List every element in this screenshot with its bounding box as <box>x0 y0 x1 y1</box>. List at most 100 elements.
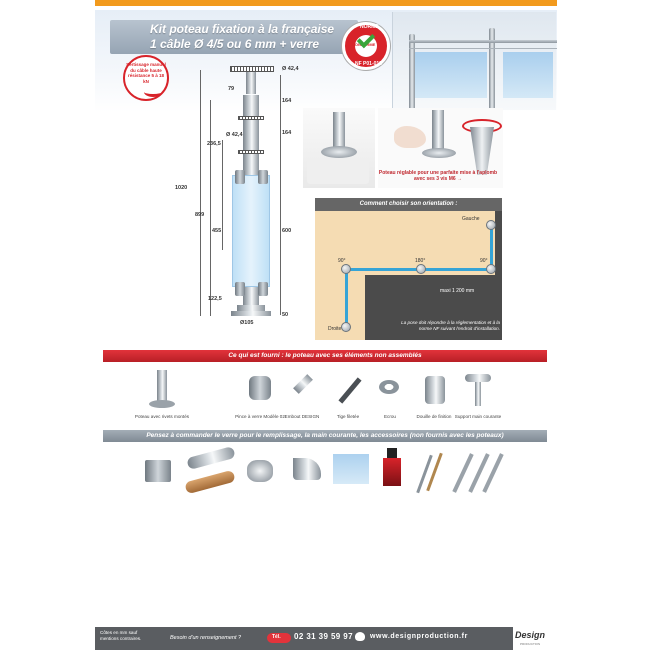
accessory-drill-bits <box>413 448 449 498</box>
footer-help-text: Besoin d'un renseignement ? <box>170 635 242 641</box>
part-end-cap: Embout DESIGN <box>273 370 331 428</box>
accessory-glass <box>333 448 373 498</box>
dim-base-diameter: Ø105 <box>240 320 254 326</box>
orientation-title: Comment choisir son orientation : <box>315 198 502 211</box>
support-icon <box>463 370 493 408</box>
badge-top-text: NORME <box>360 24 379 30</box>
dim-tube-diameter: Ø 42,4 <box>226 132 243 138</box>
dim-line-1020 <box>200 70 201 316</box>
dim-line-899 <box>210 100 211 316</box>
accessory-anchors <box>452 448 504 498</box>
part-label: Pince à verre Modèle 02 <box>235 414 285 419</box>
glass-panel <box>415 52 487 98</box>
label-180: 180° <box>415 258 426 264</box>
post-icon <box>147 370 177 408</box>
cone-photo <box>452 115 512 185</box>
post-node <box>341 264 351 274</box>
website-link[interactable]: www.designproduction.fr <box>370 633 468 640</box>
top-accent-bar <box>95 0 557 6</box>
dim-899: 899 <box>195 212 205 218</box>
dim-164b: 164 <box>282 130 292 136</box>
footer-bar <box>95 627 557 650</box>
path-right-vertical <box>490 224 493 271</box>
title-line-1: Kit poteau fixation à la française <box>150 22 335 36</box>
handrail-section <box>230 66 274 72</box>
post-node <box>341 322 351 332</box>
label-maxi: maxi 1 200 mm <box>440 288 475 294</box>
clamp-icon <box>245 370 275 408</box>
glass-clamp <box>235 282 245 296</box>
dim-79: 79 <box>228 86 235 92</box>
base-plate-top <box>237 305 265 311</box>
dim-50: 50 <box>282 312 289 318</box>
accessory-end-cap <box>243 448 279 498</box>
label-90-left: 90° <box>338 258 346 264</box>
cable <box>409 48 557 49</box>
post <box>489 28 495 110</box>
mouse-icon <box>355 632 365 641</box>
accessory-elbow <box>287 448 327 498</box>
swirl-icon <box>144 87 162 97</box>
railing-photo <box>392 12 557 110</box>
part-nut: Ecrou <box>361 370 419 428</box>
dim-line-455 <box>222 140 223 250</box>
phone-icon <box>267 633 291 643</box>
supplied-title-bar: Ce qui est fourni : le poteau avec ses é… <box>103 350 547 362</box>
part-label: Tige filetée <box>336 414 360 419</box>
part-threaded-rod: Tige filetée <box>319 370 377 428</box>
handrail <box>409 40 557 43</box>
dim-1020: 1020 <box>175 185 188 191</box>
glass-clamp <box>258 282 268 296</box>
accessory-connector <box>139 448 179 498</box>
nut-icon <box>375 370 405 408</box>
title-box <box>110 20 358 54</box>
part-finishing-sleeve: Douille de finition <box>405 370 463 428</box>
logo-sub: PRODUCTION <box>520 642 541 646</box>
accessories-title-bar: Pensez à commander le verre pour le remp… <box>103 430 547 442</box>
adjustment-caption: Poteau réglable pour une parfaite mise à… <box>378 170 498 182</box>
end-cap-icon <box>287 370 317 408</box>
phone-number[interactable]: 02 31 39 59 97 <box>294 632 353 641</box>
glass-panel-drawing <box>232 175 270 287</box>
sticker-text: Sertissage manuel du câble haute résista… <box>126 62 166 84</box>
label-droite: Droite <box>328 326 342 332</box>
part-post: Poteau avec rivets montés <box>133 370 191 428</box>
dim-164a: 164 <box>282 98 292 104</box>
footer-note: Côtes en mm sauf mentions contraires. <box>100 630 142 641</box>
dim-122: 122,5 <box>208 296 222 302</box>
part-label: Embout DESIGN <box>284 414 320 419</box>
glass-panel <box>503 52 553 98</box>
part-label: Support main courante <box>454 414 502 419</box>
accessory-handrail <box>181 445 239 498</box>
glass-clamp <box>235 170 245 184</box>
post <box>409 34 415 110</box>
norme-badge <box>342 22 390 70</box>
rod-icon <box>333 370 363 408</box>
part-label: Ecrou <box>383 414 396 419</box>
part-label: Poteau avec rivets montés <box>134 414 190 419</box>
logo-word: Design <box>515 630 546 640</box>
title-line-2: 1 câble Ø 4/5 ou 6 mm + verre <box>150 37 320 51</box>
floor-area <box>315 275 365 340</box>
label-90-right: 90° <box>480 258 488 264</box>
cable-hole-2 <box>238 150 264 154</box>
dim-600: 600 <box>282 228 292 234</box>
post-node <box>416 264 426 274</box>
handrail-support <box>246 72 256 94</box>
post-node <box>486 220 496 230</box>
dim-top-diameter: Ø 42,4 <box>282 66 299 72</box>
cable-hole-1 <box>238 116 264 120</box>
part-label: Douille de finition <box>416 414 452 419</box>
post-base-photo <box>303 108 375 188</box>
supplied-parts-row: Poteau avec rivets montés Pince à verre … <box>103 362 547 428</box>
badge-mid-text: CONFORME <box>352 42 376 47</box>
dim-line-right <box>280 75 281 315</box>
sleeve-icon <box>419 370 449 408</box>
tel-label: Tél. <box>272 634 281 640</box>
dim-455: 455 <box>212 228 222 234</box>
label-gauche: Gauche <box>462 216 480 222</box>
glass-clamp <box>258 170 268 184</box>
post-node <box>486 264 496 274</box>
dim-236: 236,5 <box>207 141 221 147</box>
